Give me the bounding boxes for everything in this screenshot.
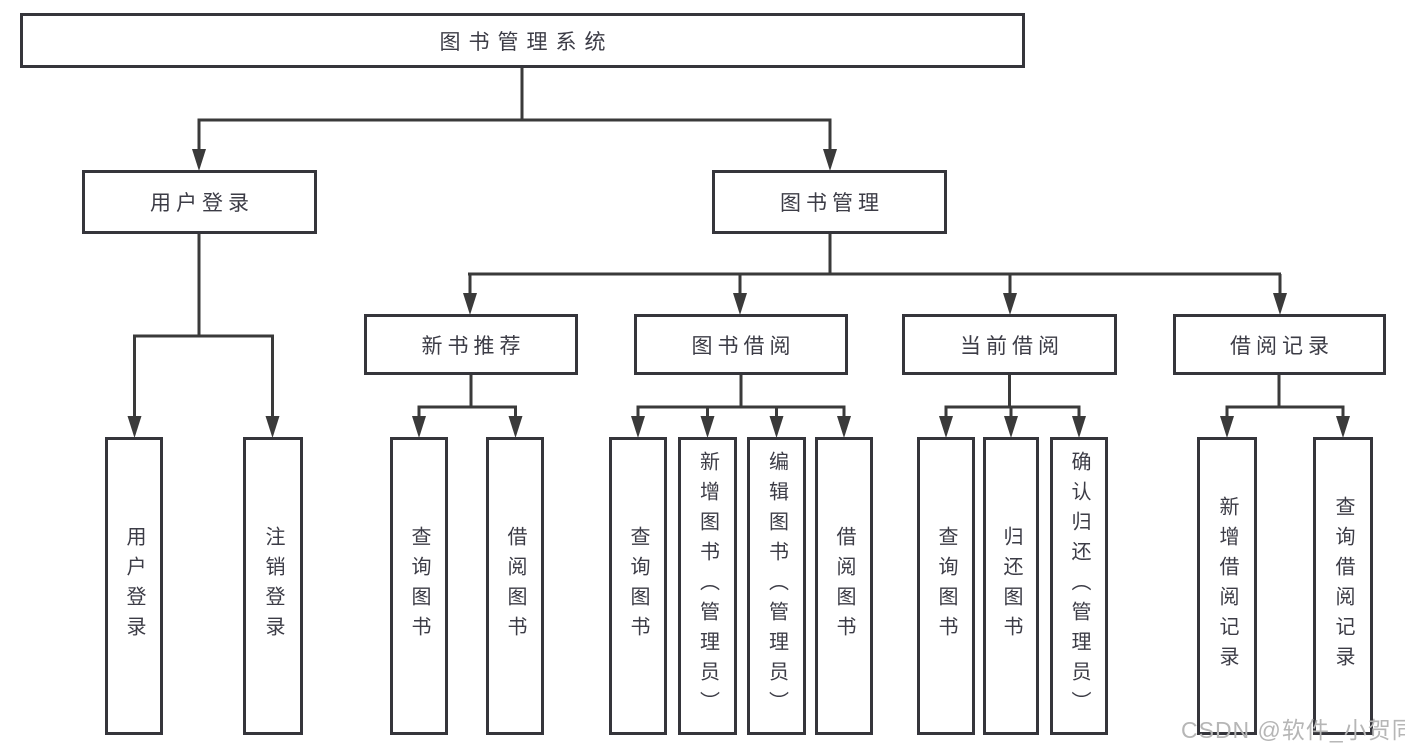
node-confirm-return-admin: 确认归还（管理员） <box>1050 437 1108 735</box>
node-edit-books-admin: 编辑图书（管理员） <box>747 437 806 735</box>
node-library-management-system: 图书管理系统 <box>20 13 1025 68</box>
node-add-books-admin: 新增图书（管理员） <box>678 437 737 735</box>
node-borrow-books-recommend: 借阅图书 <box>486 437 544 735</box>
node-label: 归还图书 <box>1000 526 1022 646</box>
node-label: 当前借阅 <box>960 334 1064 358</box>
node-borrow-books-borrowing: 借阅图书 <box>815 437 873 735</box>
node-label: 借阅图书 <box>504 526 526 646</box>
node-label: 图书管理 <box>780 192 884 215</box>
node-label: 新增借阅记录 <box>1216 496 1238 676</box>
node-book-borrowing: 图书借阅 <box>634 314 848 375</box>
node-label: 查询图书 <box>408 526 430 646</box>
node-label: 图书借阅 <box>691 334 796 358</box>
node-query-books-borrowing: 查询图书 <box>609 437 667 735</box>
node-query-books-current: 查询图书 <box>917 437 975 735</box>
node-borrowing-records: 借阅记录 <box>1173 314 1386 375</box>
node-user-login: 用户登录 <box>82 170 317 234</box>
node-query-borrow-record: 查询借阅记录 <box>1313 437 1373 735</box>
node-label: 借阅记录 <box>1230 334 1334 358</box>
node-label: 注销登录 <box>262 526 284 646</box>
node-label: 查询借阅记录 <box>1332 496 1354 676</box>
arrowhead-icons <box>127 149 1350 438</box>
node-label: 新增图书（管理员） <box>696 451 719 721</box>
node-new-book-recommendation: 新书推荐 <box>364 314 578 375</box>
node-label: 借阅图书 <box>833 526 855 646</box>
node-current-borrowing: 当前借阅 <box>902 314 1117 375</box>
node-return-books: 归还图书 <box>983 437 1039 735</box>
node-label: 用户登录 <box>150 192 254 215</box>
node-label: 用户登录 <box>123 526 145 646</box>
node-label: 图书管理系统 <box>439 30 614 54</box>
watermark: CSDN @软件_小贺同学 <box>1181 717 1405 743</box>
node-add-borrow-record: 新增借阅记录 <box>1197 437 1257 735</box>
node-logout: 注销登录 <box>243 437 303 735</box>
node-book-management: 图书管理 <box>712 170 947 234</box>
node-label: 查询图书 <box>627 526 649 646</box>
node-query-books-recommend: 查询图书 <box>390 437 448 735</box>
node-label: 新书推荐 <box>421 334 526 358</box>
node-label: 查询图书 <box>935 526 957 646</box>
node-label: 确认归还（管理员） <box>1068 451 1090 721</box>
node-label: 编辑图书（管理员） <box>765 451 788 721</box>
node-user-login-action: 用户登录 <box>105 437 163 735</box>
